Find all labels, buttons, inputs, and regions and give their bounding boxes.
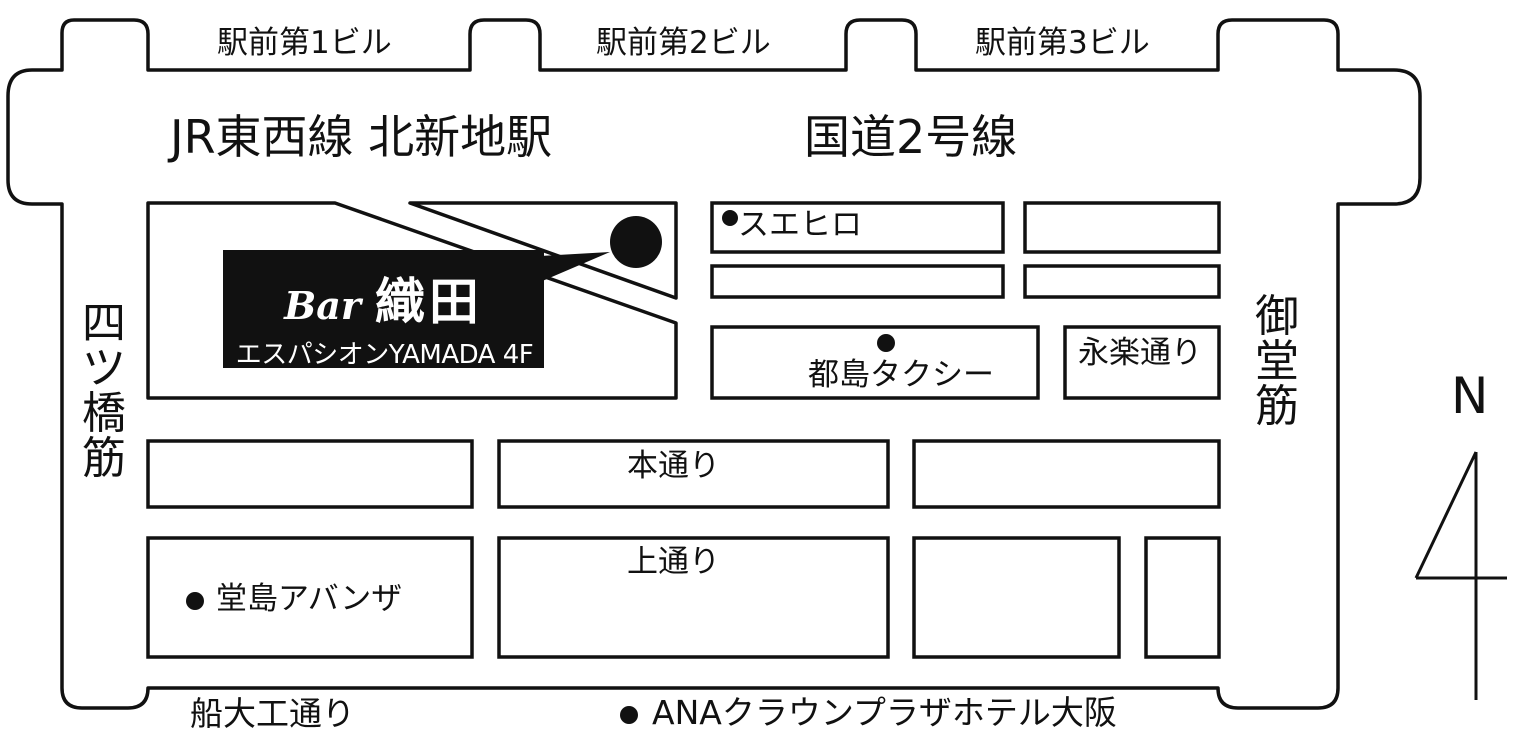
bar-name-latin: Bar (284, 283, 361, 328)
landmark-taxi: 都島タクシー (808, 357, 994, 393)
block-suehiro (710, 201, 1005, 254)
hon-street-label: 本通り (627, 448, 720, 484)
west-street-char-3: 橋 (82, 387, 126, 439)
ana-hotel-dot (620, 705, 638, 724)
ana-hotel-label: ANAクラウンプラザホテル大阪 (652, 693, 1117, 732)
block-mid-right (1023, 264, 1221, 299)
compass-north-label: N (1451, 367, 1489, 425)
west-street-char-1: 四 (82, 298, 126, 349)
bar-sign: Bar 織田 エスパシオンYAMADA 4F (223, 250, 544, 370)
block-row3-a (146, 439, 474, 509)
bar-location-marker (610, 216, 662, 268)
block-mid-left (710, 264, 1005, 299)
north-arrow (1414, 451, 1507, 700)
landmark-avanza: 堂島アバンザ (186, 584, 402, 615)
west-street-label: 四 ツ 橋 筋 (78, 298, 130, 484)
building-label-3: 駅前第3ビル (975, 25, 1150, 61)
avanza-label: 堂島アバンザ (216, 581, 403, 617)
suehiro-label: スエヒロ (738, 207, 862, 243)
west-street-char-4: 筋 (82, 432, 126, 484)
bar-sign-title: Bar 織田 (223, 262, 544, 334)
east-street-char-2: 堂 (1255, 335, 1299, 387)
block-taxi (710, 325, 1040, 400)
block-kami (497, 536, 890, 659)
landmark-ana-hotel: ANAクラウンプラザホテル大阪 (620, 696, 1117, 729)
block-row3-b (497, 439, 890, 509)
west-street-char-2: ツ (82, 342, 126, 394)
kami-street-label: 上通り (627, 544, 720, 580)
funadaiku-street-label: 船大工通り (190, 694, 355, 733)
suehiro-dot (722, 210, 738, 226)
block-ne-top (1023, 201, 1221, 254)
east-street-label: 御 堂 筋 (1251, 291, 1303, 432)
east-street-char-1: 御 (1255, 291, 1299, 342)
landmark-suehiro: スエヒロ (722, 210, 862, 241)
bar-name-kanji: 織田 (374, 272, 483, 331)
route2-label: 国道2号線 (804, 110, 1018, 164)
pointer-arrow (540, 252, 610, 282)
block-row3-c (912, 439, 1221, 509)
block-row4-c (912, 536, 1121, 659)
block-eiraku (1063, 325, 1221, 400)
eiraku-street-label: 永楽通り (1078, 335, 1202, 371)
avanza-dot (186, 591, 204, 610)
building-label-1: 駅前第1ビル (217, 25, 392, 61)
building-label-2: 駅前第2ビル (596, 25, 771, 61)
bar-building-floor: エスパシオンYAMADA 4F (235, 340, 534, 370)
east-street-char-3: 筋 (1255, 380, 1299, 432)
block-row4-d (1144, 536, 1221, 659)
taxi-dot (877, 334, 895, 352)
station-label: JR東西線 北新地駅 (170, 110, 553, 164)
